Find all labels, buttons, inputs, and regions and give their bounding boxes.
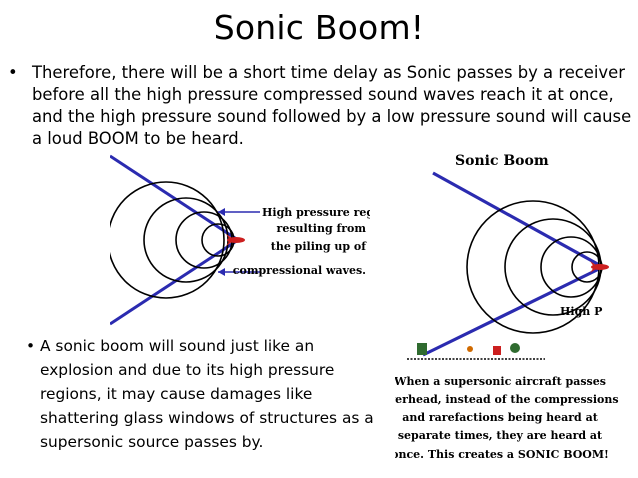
high-p-label: High P [560, 305, 602, 318]
pressure-label-3: the piling up of [271, 240, 368, 253]
left-sonic-boom-diagram: High pressure regions resulting from the… [110, 154, 370, 326]
shock-cone-upper [110, 154, 239, 242]
right-figure-title: Sonic Boom [455, 153, 549, 169]
ground-scene [407, 343, 545, 360]
bullet-main-text: Therefore, there will be a short time de… [32, 63, 632, 148]
caption-line-4: separate times, they are heard at [398, 429, 603, 442]
slide-title: Sonic Boom! [213, 8, 425, 47]
bullet-sub: • A sonic boom will sound just like an e… [26, 334, 378, 454]
plane-icon-right [590, 261, 609, 273]
wavefront-r2 [504, 218, 602, 316]
pressure-label-4: compressional waves. [233, 264, 366, 277]
bullet-dot: • [8, 63, 18, 82]
pressure-label-1: High pressure regions [262, 206, 370, 219]
wavefront-1 [110, 181, 225, 299]
right-sonic-boom-illustration: Sonic Boom High P When a supersonic airc… [395, 153, 619, 461]
caption-line-3: and rarefactions being heard at [402, 411, 598, 424]
shock-cone-lower [110, 238, 239, 326]
bullet-dot: • [26, 337, 36, 355]
plane-icon [226, 234, 245, 246]
shock-cone-lower-right [422, 265, 604, 357]
bullet-main: • Therefore, there will be a short time … [8, 62, 632, 150]
caption-line-1: When a supersonic aircraft passes [395, 375, 606, 388]
caption-line-5: once. This creates a SONIC BOOM! [395, 448, 609, 461]
pressure-label-2: resulting from [277, 222, 367, 235]
caption-line-2: overhead, instead of the compressions [395, 393, 619, 406]
wavefront-2 [143, 197, 229, 283]
bullet-sub-text: A sonic boom will sound just like an exp… [40, 337, 374, 451]
shock-cone-upper-right [432, 171, 604, 269]
